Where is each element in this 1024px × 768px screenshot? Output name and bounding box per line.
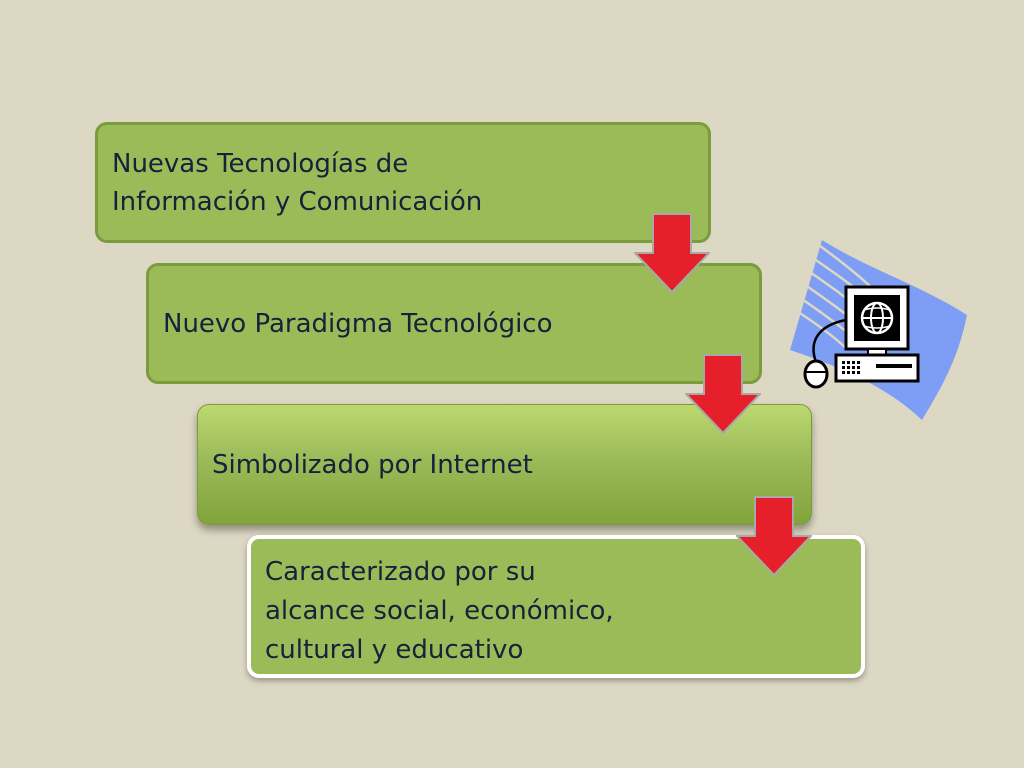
step-box-2: Nuevo Paradigma Tecnológico [146,263,762,384]
down-arrow-icon [736,496,812,576]
down-arrow-icon [634,213,710,293]
step-label-1: Nuevas Tecnologías de Información y Comu… [112,149,483,217]
step-label-2: Nuevo Paradigma Tecnológico [163,308,553,339]
computer-globe-icon [790,240,967,420]
down-arrow-icon [685,354,761,434]
step-label-4: Caracterizado por su alcance social, eco… [265,557,614,665]
step-label-3: Simbolizado por Internet [212,449,533,480]
step-box-3: Simbolizado por Internet [197,404,812,525]
step-box-1: Nuevas Tecnologías de Información y Comu… [95,122,711,243]
